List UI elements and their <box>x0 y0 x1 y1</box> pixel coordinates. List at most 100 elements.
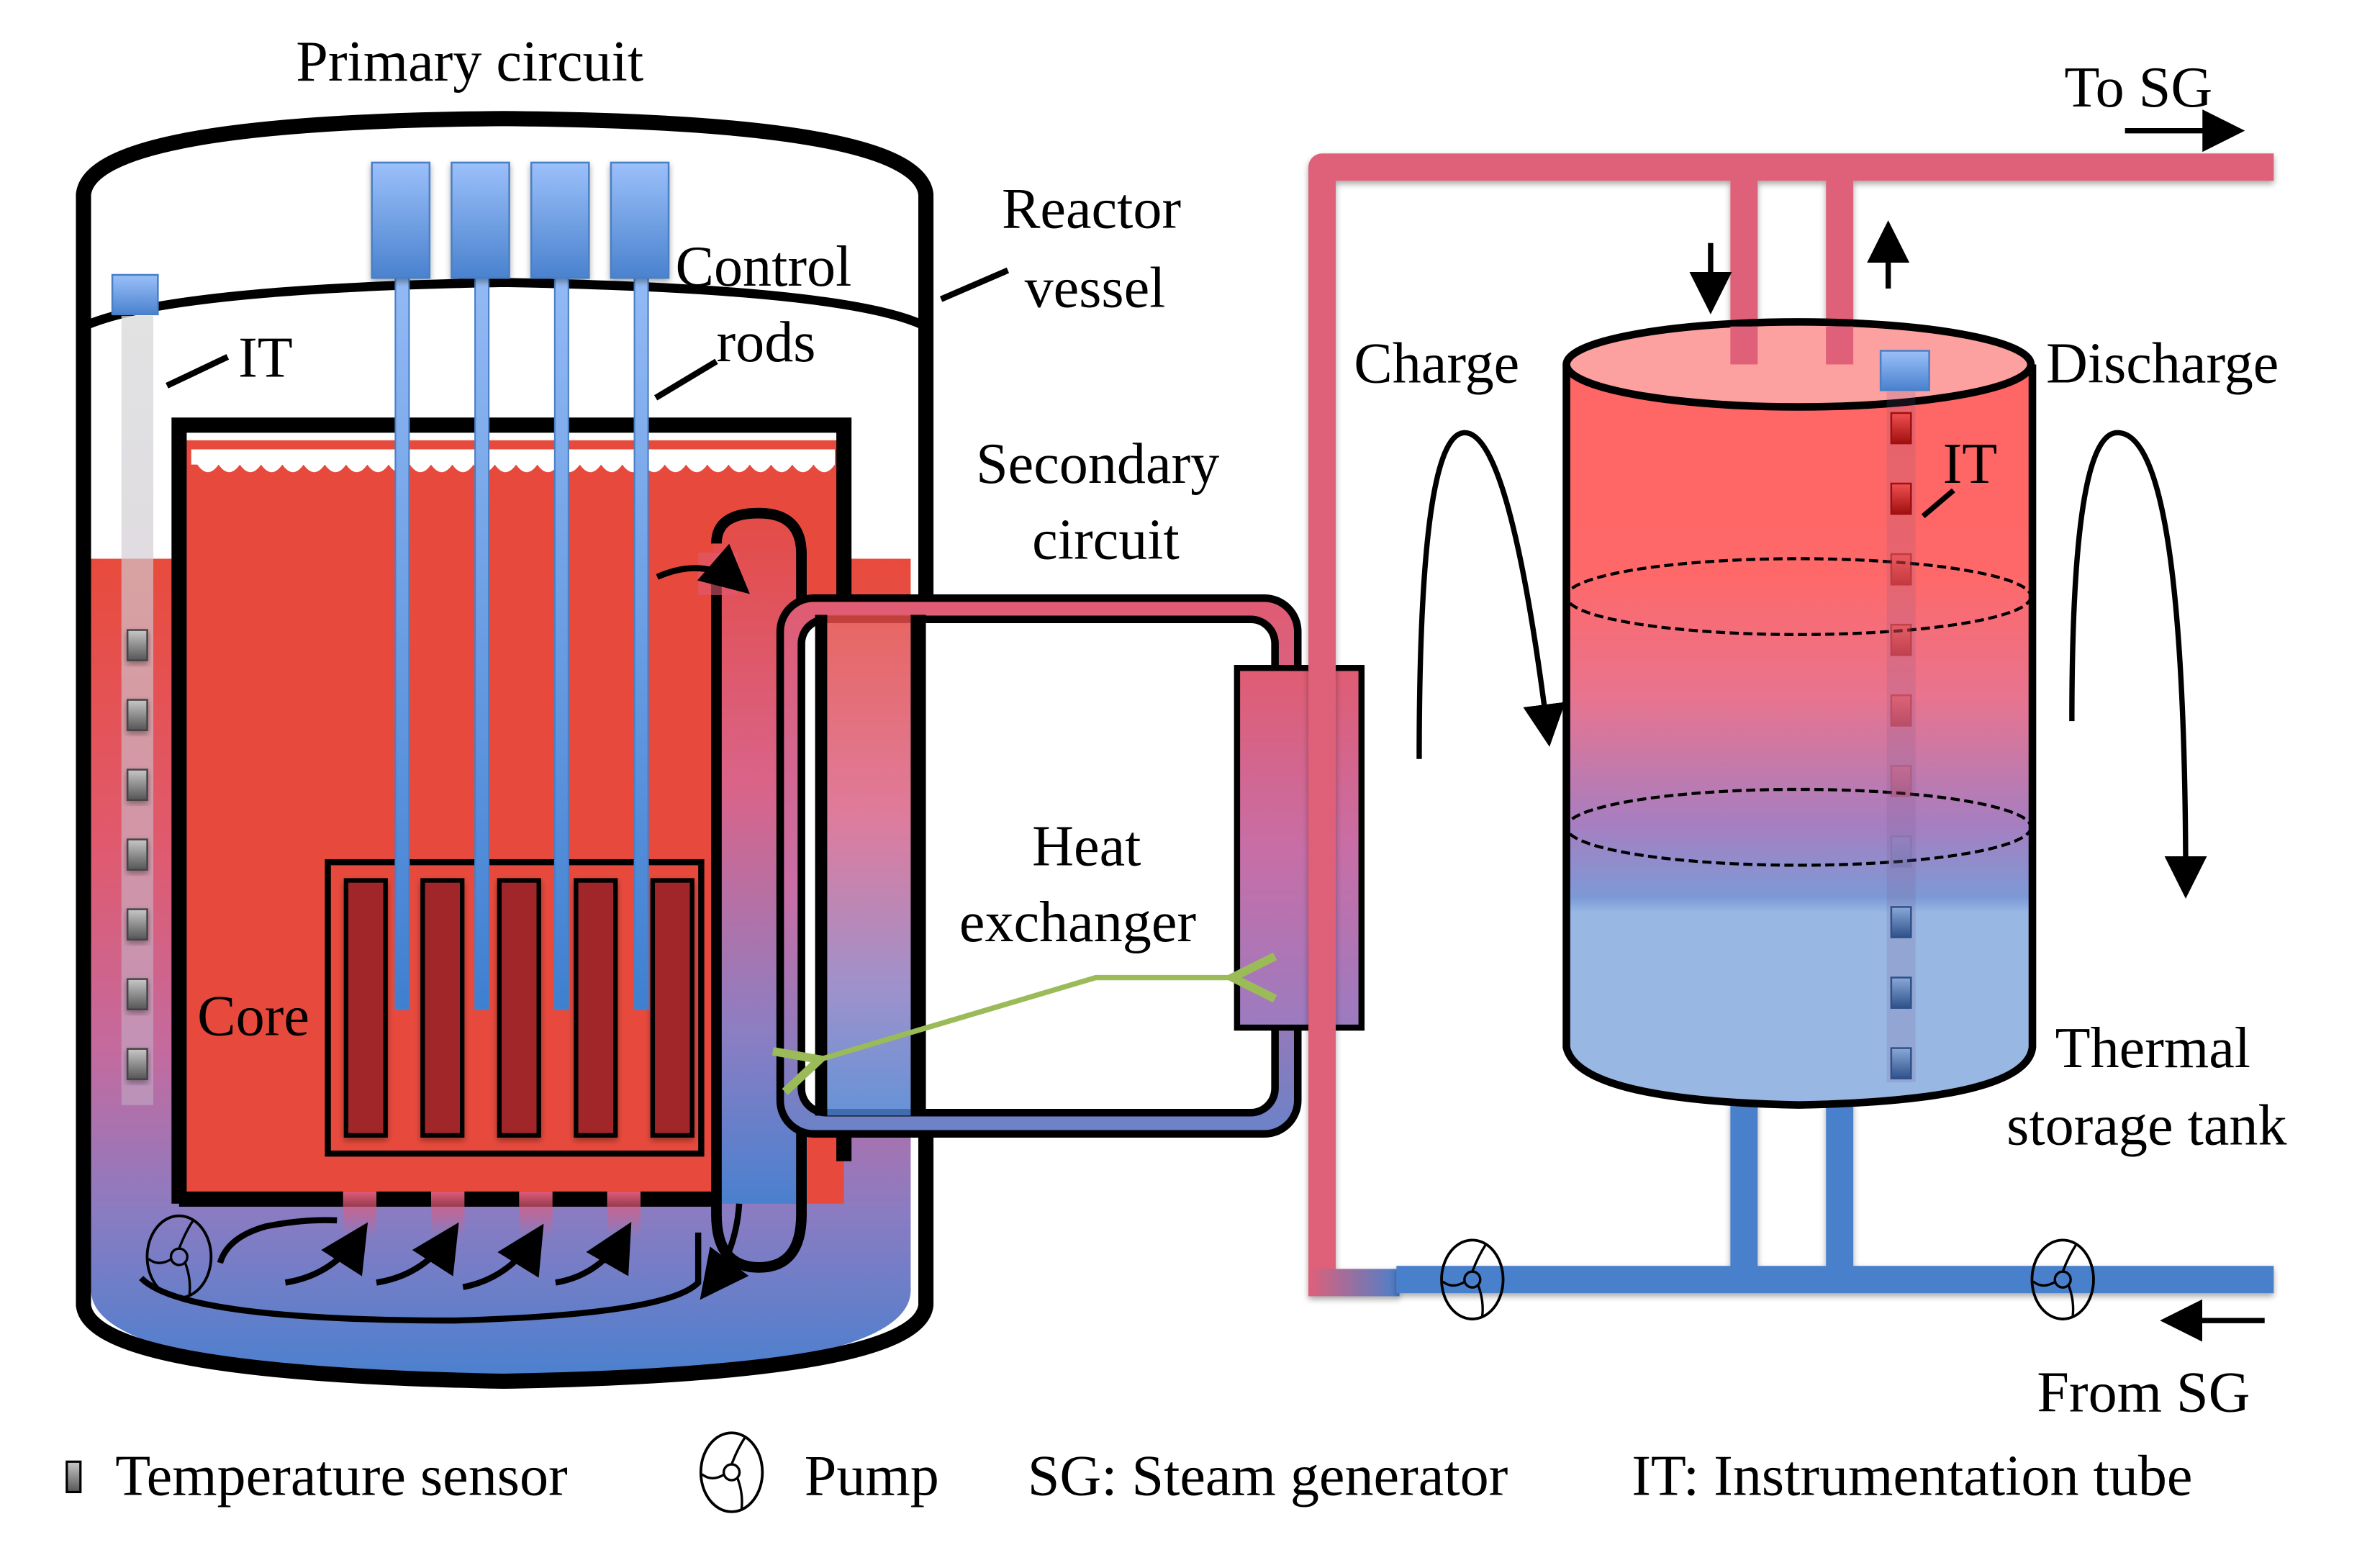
label-heat-exchanger-line1: Heat <box>1032 815 1141 878</box>
label-primary-circuit: Primary circuit <box>296 30 643 94</box>
control-rod <box>633 272 649 1010</box>
tank-top <box>1562 318 2035 411</box>
pump-blade <box>701 1473 725 1479</box>
label-heat-exchanger-line2: exchanger <box>959 891 1196 954</box>
vessel-lid-line <box>81 278 928 331</box>
label-core: Core <box>197 985 309 1048</box>
label-from-sg: From SG <box>2037 1361 2250 1425</box>
control-rod <box>553 272 569 1010</box>
control-rod-drive <box>610 161 670 279</box>
pipe-flow-arrows <box>1689 109 2265 1342</box>
control-rod <box>474 272 490 1010</box>
pump-housing <box>2030 1238 2095 1320</box>
temperature-sensor <box>1890 1047 1912 1080</box>
temperature-sensor <box>1890 623 1912 656</box>
legend-sensor-icon <box>65 1460 82 1494</box>
thermal-storage-tank <box>1562 318 2037 1109</box>
pump-blade <box>1477 1284 1484 1318</box>
it-cap-tank <box>1879 350 1930 391</box>
flow-arrow-out-riser <box>700 1203 749 1300</box>
it-leader-line-reactor <box>166 354 230 389</box>
pump-blade <box>736 1477 743 1510</box>
temperature-sensor <box>126 908 148 941</box>
pump-housing <box>699 1431 764 1513</box>
pump-housing <box>1440 1238 1505 1320</box>
vessel-outline <box>76 111 934 1389</box>
fuel-assembly <box>343 878 388 1138</box>
pump-blade <box>1471 1243 1488 1272</box>
label-control-rods-line1: Control <box>676 235 852 299</box>
label-thermal-storage-tank-line2: storage tank <box>2006 1094 2287 1158</box>
pump-housing <box>145 1214 213 1300</box>
temperature-sensor <box>1890 553 1912 586</box>
temperature-sensor <box>126 699 148 731</box>
temperature-sensor <box>1890 835 1912 868</box>
fuel-assembly <box>497 878 541 1138</box>
label-charge: Charge <box>1354 332 1519 396</box>
temperature-sensor <box>126 1048 148 1081</box>
temperature-sensor <box>1890 412 1912 445</box>
control-rods <box>371 161 670 1010</box>
pump-blade <box>184 1262 191 1296</box>
pump-blade <box>148 1257 173 1264</box>
fuel-assembly <box>574 878 618 1138</box>
label-it-reactor: IT <box>238 326 293 389</box>
legend-pump-icon <box>699 1431 764 1513</box>
temperature-sensor <box>1890 482 1912 515</box>
temperature-sensor <box>1890 906 1912 938</box>
temperature-sensor <box>126 769 148 802</box>
legend-temperature-sensor: Temperature sensor <box>115 1445 567 1508</box>
flow-arrow-into-riser <box>656 543 750 594</box>
storage-pump-left <box>1440 1238 1505 1320</box>
label-secondary-circuit-line1: Secondary <box>976 432 1219 496</box>
label-it-tank: IT <box>1943 432 1998 496</box>
thermocline-lower <box>1565 787 2033 867</box>
fuel-assembly <box>420 878 465 1138</box>
control-rods-leader-line <box>653 358 718 401</box>
tank-temperature-sensors <box>1890 412 1912 1080</box>
storage-pump-right <box>2030 1238 2095 1320</box>
heat-exchanger-pointer-arrows <box>820 978 1233 1060</box>
pump-blade <box>178 1219 195 1249</box>
control-rod-drive <box>530 161 590 279</box>
fuel-assembly <box>650 878 694 1138</box>
temperature-sensor <box>1890 694 1912 727</box>
it-cap <box>111 273 159 316</box>
primary-pump <box>145 1214 213 1300</box>
pump-hub <box>722 1463 741 1482</box>
label-secondary-circuit-line2: circuit <box>1032 508 1180 571</box>
legend-steam-generator: SG: Steam generator <box>1028 1445 1508 1508</box>
temperature-sensor <box>126 838 148 871</box>
discharge-flow-arrow <box>2069 430 2207 899</box>
thermocline-upper <box>1565 557 2033 636</box>
label-reactor-vessel-line1: Reactor <box>1002 178 1181 241</box>
cold-pipe <box>1396 1102 2274 1294</box>
pump-blade <box>2061 1243 2078 1272</box>
barrel-surface <box>191 449 835 473</box>
reactor-core <box>325 858 705 1238</box>
reactor-temperature-sensors <box>126 629 148 1081</box>
core-outlet <box>343 1191 377 1238</box>
heat-exchanger <box>1234 665 1365 1031</box>
label-discharge: Discharge <box>2046 332 2279 396</box>
core-outlet <box>430 1191 465 1238</box>
instrumentation-tube-reactor <box>111 273 159 1105</box>
pump-blade <box>2032 1280 2057 1287</box>
temperature-sensor <box>126 629 148 661</box>
temperature-sensor <box>1890 976 1912 1009</box>
legend: Temperature sensor Pump SG: Steam genera… <box>65 1431 2193 1513</box>
temperature-sensor <box>1890 765 1912 797</box>
label-control-rods-line2: rods <box>716 311 815 374</box>
control-rod-drive <box>451 161 510 279</box>
legend-pump: Pump <box>805 1445 939 1508</box>
label-thermal-storage-tank-line1: Thermal <box>2055 1017 2250 1080</box>
control-rod <box>394 272 410 1010</box>
core-inlet-flow-arrows <box>139 1217 702 1324</box>
control-rod-drive <box>371 161 431 279</box>
legend-instrumentation-tube: IT: Instrumentation tube <box>1632 1445 2192 1508</box>
pump-blade <box>1442 1280 1466 1287</box>
reactor-vessel-leader-line <box>939 267 1010 302</box>
core-outlet <box>519 1191 553 1238</box>
